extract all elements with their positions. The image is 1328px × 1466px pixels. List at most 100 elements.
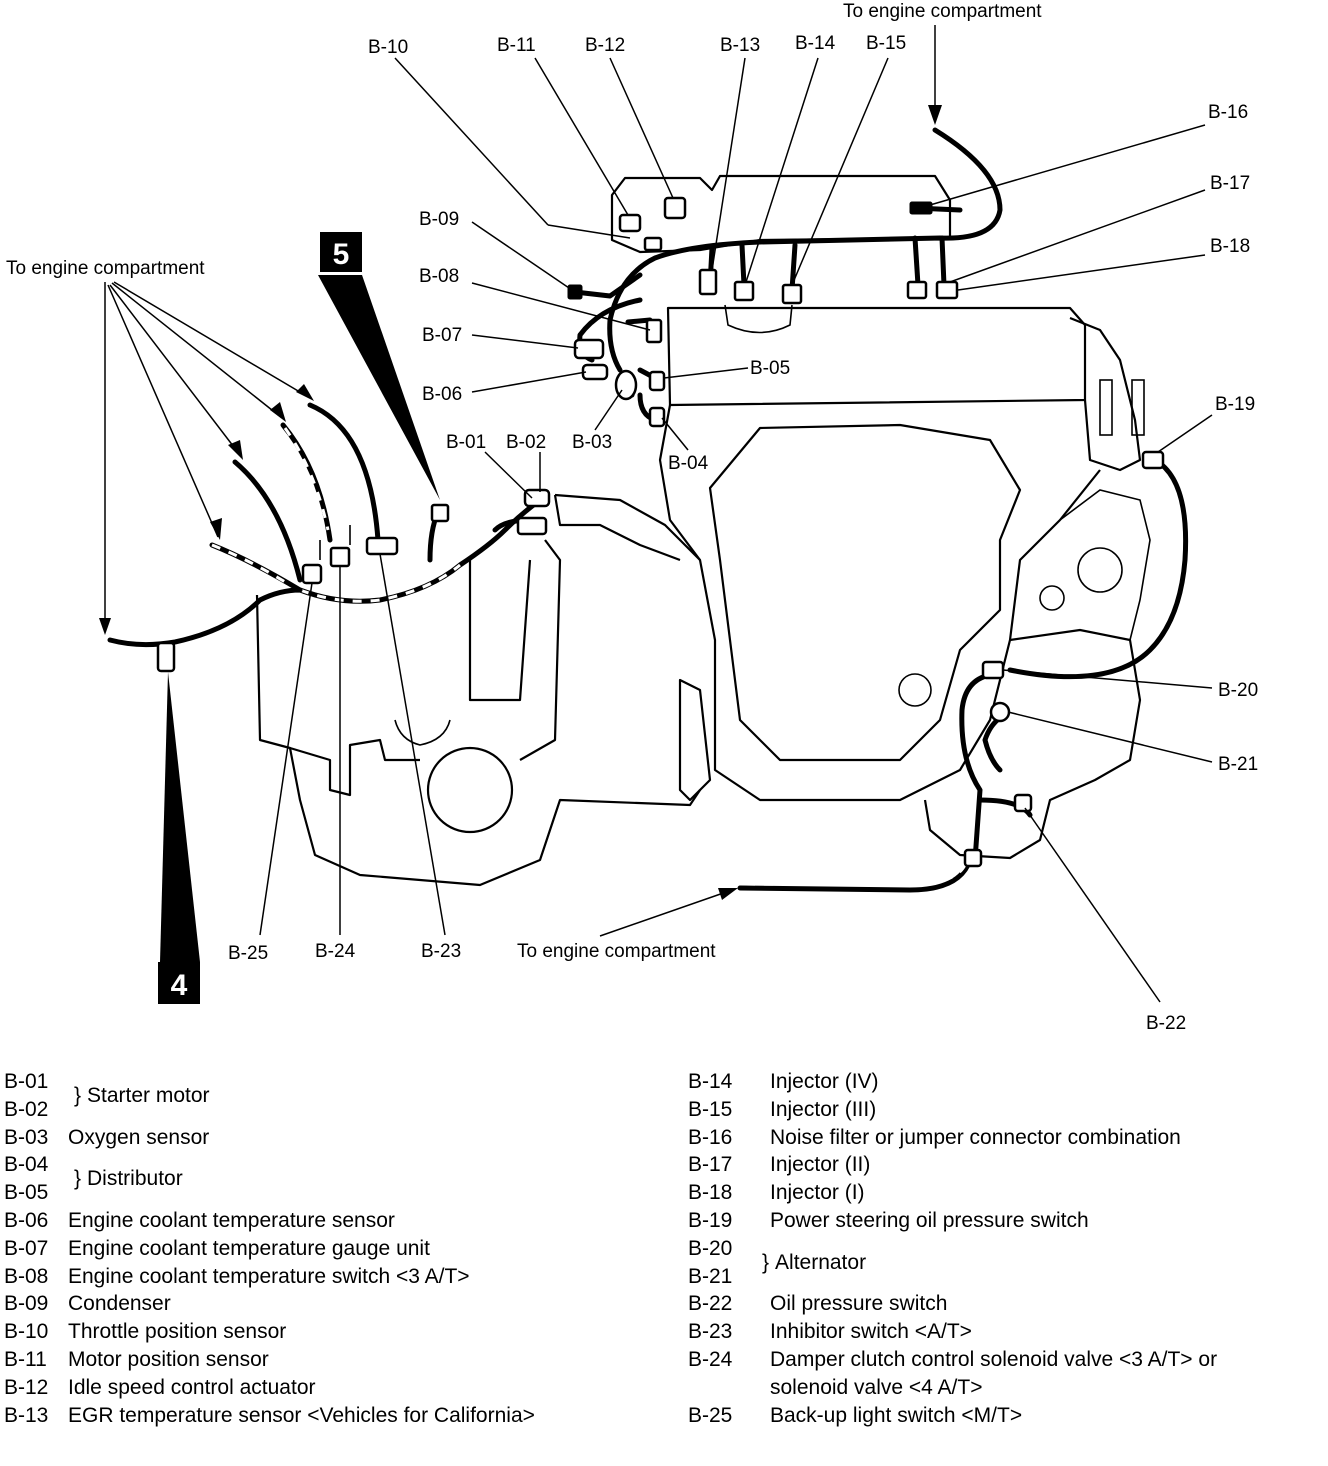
legend-desc: Engine coolant temperature switch <3 A/T…	[68, 1264, 470, 1288]
legend-code: B-15	[688, 1097, 733, 1121]
callout-b05: B-05	[750, 358, 790, 379]
wire-harness	[107, 127, 1189, 893]
legend-row: B-19 Power steering oil pressure switch	[688, 1207, 1324, 1235]
callout-b12: B-12	[585, 35, 625, 56]
legend-desc-continued: solenoid valve <4 A/T>	[770, 1375, 983, 1399]
legend-code: B-08	[4, 1264, 49, 1288]
legend-desc: Injector (III)	[770, 1097, 877, 1121]
legend-row: B-06 Engine coolant temperature sensor	[4, 1207, 674, 1235]
legend-desc: Engine coolant temperature gauge unit	[68, 1236, 430, 1260]
legend-code: B-14	[688, 1070, 733, 1093]
legend-code: B-01	[4, 1070, 49, 1093]
legend-desc: Inhibitor switch <A/T>	[770, 1320, 972, 1344]
legend-desc: Engine coolant temperature sensor	[68, 1208, 395, 1232]
callout-b20: B-20	[1218, 680, 1258, 701]
leader-lines	[99, 25, 1213, 1003]
legend-row: B-08 Engine coolant temperature switch <3…	[4, 1263, 674, 1291]
legend-desc: Distributor	[87, 1167, 183, 1191]
callout-labels: B-10 B-11 B-12 B-13 B-14 B-15 B-16 B-17 …	[228, 33, 1258, 1030]
callout-b03: B-03	[572, 432, 612, 453]
callout-b15: B-15	[866, 33, 906, 54]
callout-b14: B-14	[795, 33, 836, 54]
callout-b09: B-09	[419, 209, 459, 230]
legend-desc: Oil pressure switch	[770, 1292, 948, 1316]
callout-b16: B-16	[1208, 102, 1248, 123]
badge-4-label: 4	[171, 969, 188, 1002]
callout-b08: B-08	[419, 266, 459, 287]
legend-desc: Injector (II)	[770, 1153, 871, 1177]
legend-code: B-21	[688, 1264, 733, 1288]
legend-code: B-18	[688, 1181, 733, 1205]
note-bottom: To engine compartment	[517, 941, 716, 962]
legend-row: B-25 Back-up light switch <M/T>	[688, 1402, 1324, 1430]
callout-b13: B-13	[720, 35, 760, 56]
legend-code: B-02	[4, 1097, 49, 1121]
legend-desc: Power steering oil pressure switch	[770, 1208, 1089, 1232]
wiring-harness-diagram: 5 4 To engine compartment To engine comp…	[6, 1, 1258, 1030]
callout-b23: B-23	[421, 941, 461, 962]
legend-code: B-09	[4, 1292, 49, 1316]
legend-row: B-10 Throttle position sensor	[4, 1318, 674, 1346]
legend-right-column: B-14 Injector (IV) B-15 Injector (III) B-1…	[688, 1068, 1324, 1429]
legend-code: B-24	[688, 1347, 733, 1371]
legend-desc: Starter motor	[87, 1083, 210, 1107]
legend-code: B-07	[4, 1236, 49, 1260]
connectors	[156, 196, 1165, 868]
legend-desc: Idle speed control actuator	[68, 1375, 316, 1399]
legend-row: B-23 Inhibitor switch <A/T>	[688, 1318, 1324, 1346]
legend-row: B-14 Injector (IV)	[688, 1068, 1324, 1096]
legend-desc: Back-up light switch <M/T>	[770, 1403, 1023, 1427]
callout-b01: B-01	[446, 432, 486, 453]
callout-b11: B-11	[497, 35, 536, 56]
legend-desc: Motor position sensor	[68, 1347, 269, 1371]
legend-desc: Injector (I)	[770, 1181, 865, 1205]
legend-code: B-05	[4, 1181, 49, 1205]
callout-b17: B-17	[1210, 173, 1250, 194]
legend-row: B-15 Injector (III)	[688, 1096, 1324, 1124]
legend-code: B-17	[688, 1153, 733, 1177]
badge-4: 4	[158, 672, 200, 1004]
note-left: To engine compartment	[6, 258, 205, 279]
legend-code: B-12	[4, 1375, 49, 1399]
callout-b24: B-24	[315, 941, 356, 962]
legend-code: B-13	[4, 1403, 49, 1427]
callout-b07: B-07	[422, 325, 462, 346]
legend-code: B-22	[688, 1292, 733, 1316]
callout-b25: B-25	[228, 943, 268, 964]
callout-b02: B-02	[506, 432, 546, 453]
legend-desc: Oxygen sensor	[68, 1125, 210, 1149]
legend-desc: Damper clutch control solenoid valve <3 …	[770, 1347, 1218, 1371]
legend-code: B-10	[4, 1320, 49, 1344]
callout-b06: B-06	[422, 384, 462, 405]
callout-b04: B-04	[668, 453, 709, 474]
legend-row: B-22 Oil pressure switch	[688, 1290, 1324, 1318]
callout-b18: B-18	[1210, 236, 1250, 257]
legend-code: B-19	[688, 1208, 733, 1232]
legend-row: B-07 Engine coolant temperature gauge uni…	[4, 1235, 674, 1263]
engine-outline	[255, 174, 1151, 887]
legend-row: B-12 Idle speed control actuator	[4, 1374, 674, 1402]
legend-code: B-11	[4, 1347, 47, 1371]
badge-5-label: 5	[333, 238, 350, 271]
legend-code: B-25	[688, 1403, 733, 1427]
legend-code: B-06	[4, 1208, 49, 1232]
legend-row: B-18 Injector (I)	[688, 1179, 1324, 1207]
legend-row: B-11 Motor position sensor	[4, 1346, 674, 1374]
legend-row: B-24 Damper clutch control solenoid valve…	[688, 1346, 1324, 1374]
callout-b19: B-19	[1215, 394, 1255, 415]
legend-code: B-20	[688, 1236, 733, 1260]
callout-b21: B-21	[1218, 754, 1258, 775]
legend-desc: Noise filter or jumper connector combina…	[770, 1125, 1181, 1149]
legend-desc: Throttle position sensor	[68, 1320, 287, 1344]
legend-desc: Injector (IV)	[770, 1070, 879, 1093]
legend-row: B-17 Injector (II)	[688, 1151, 1324, 1179]
legend-code: B-23	[688, 1320, 733, 1344]
